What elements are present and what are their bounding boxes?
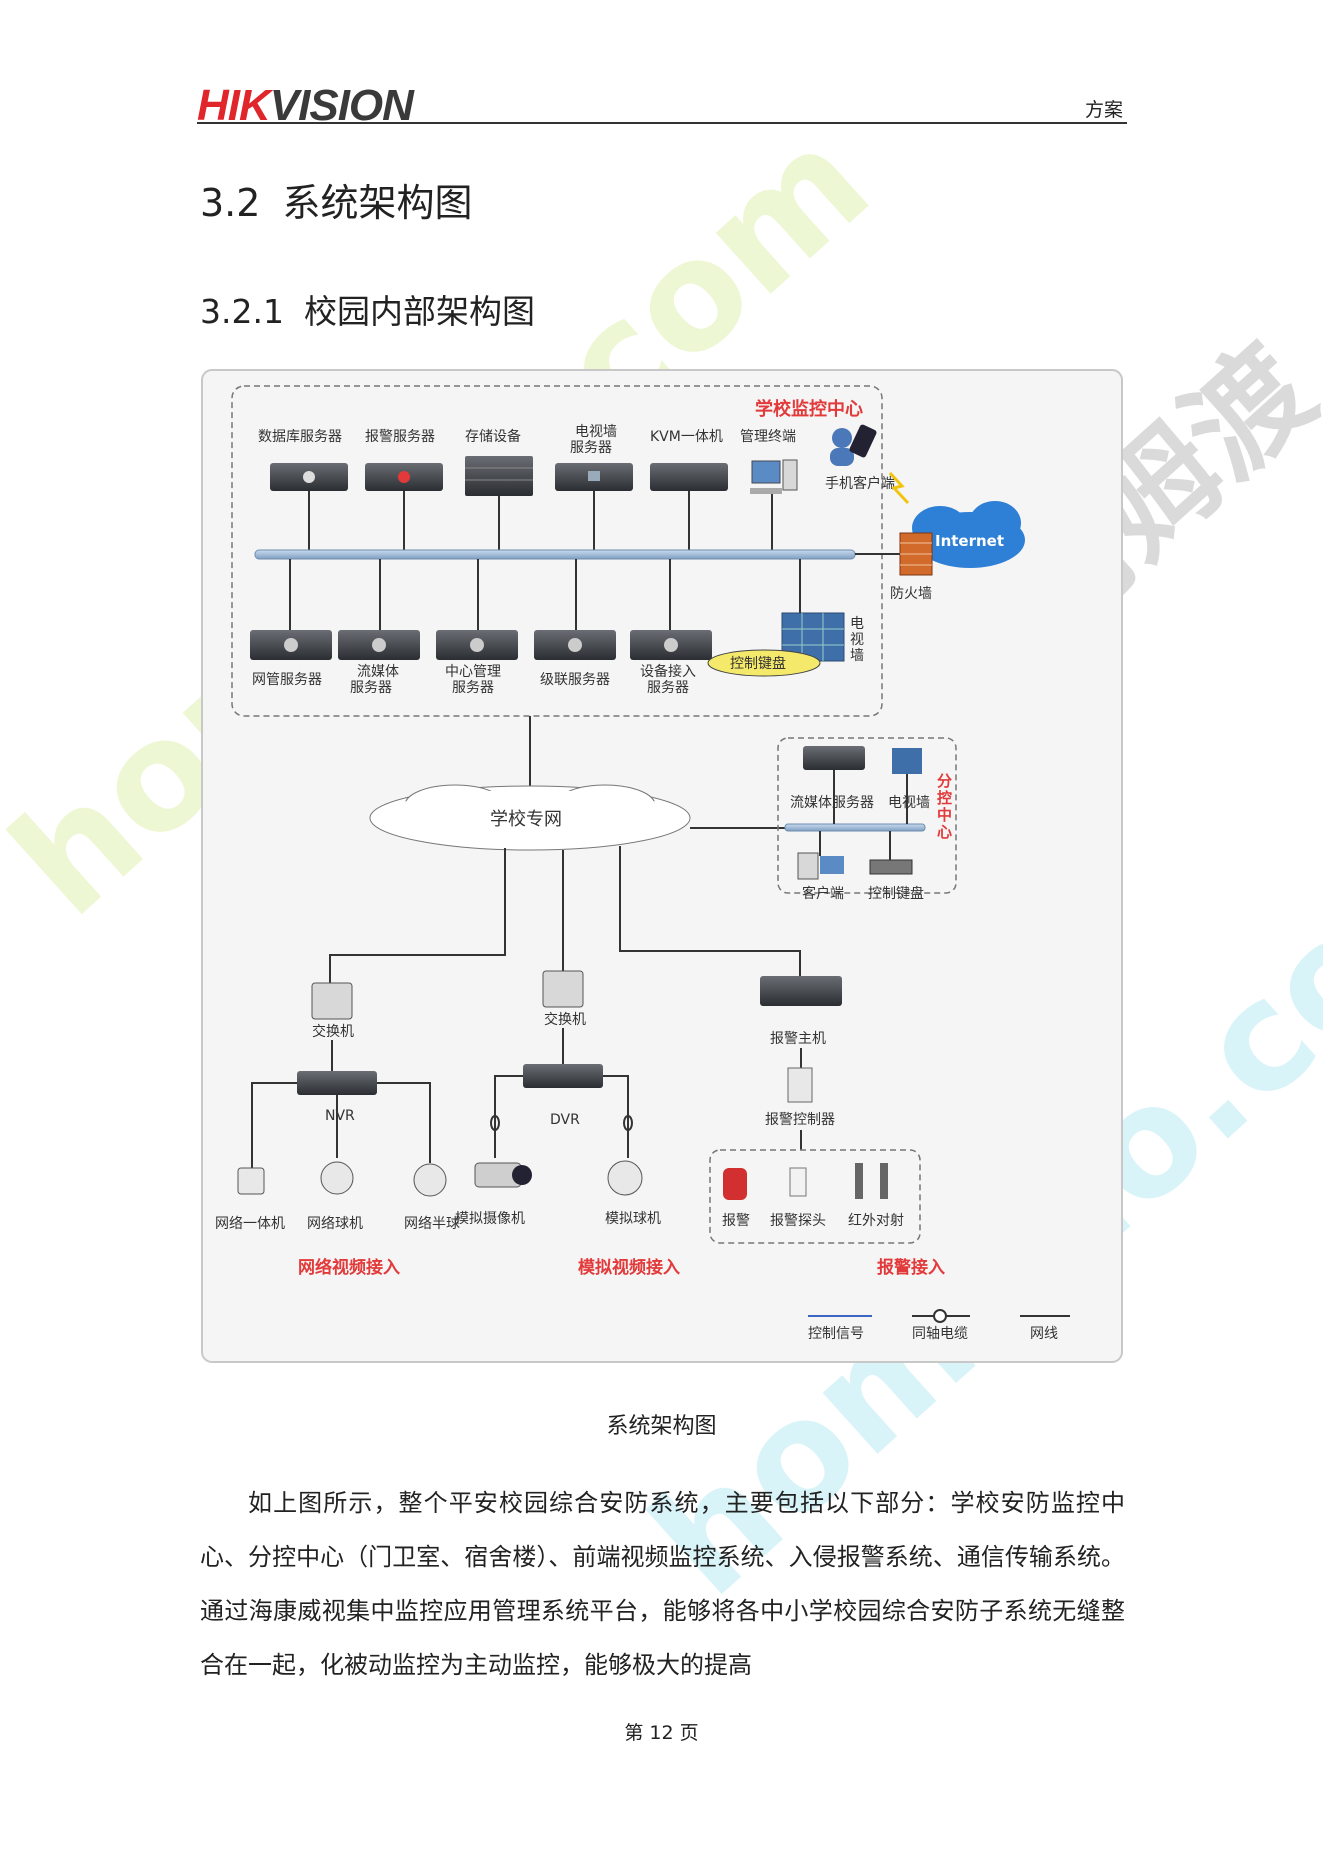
- alarm-detector-icon: [789, 1167, 807, 1197]
- header-rule: [197, 122, 1127, 124]
- ir-beam-label: 红外对射: [848, 1213, 904, 1229]
- sub-client-icon: [797, 852, 819, 880]
- control-keyboard-label: 控制键盘: [730, 655, 786, 672]
- net-integrated-camera-label: 网络一体机: [215, 1216, 285, 1232]
- firewall-label: 防火墙: [890, 586, 932, 602]
- sub-keyboard-label: 控制键盘: [868, 885, 924, 902]
- center-mgmt-server-label: 中心管理服务器: [445, 664, 501, 696]
- switch-1-label: 交换机: [312, 1023, 354, 1040]
- alarm-detector-label: 报警探头: [770, 1213, 826, 1229]
- mgmt-terminal-label: 管理终端: [740, 429, 796, 445]
- group-analog-video-label: 模拟视频接入: [578, 1257, 680, 1278]
- mobile-client-icon: [830, 424, 877, 466]
- firewall-icon: [899, 532, 933, 576]
- hikvision-logo: HIKVISION: [197, 81, 414, 130]
- bottom-device-row: 网管服务器 流媒体服务器 中心管理服务器 级联服务器 设备接入服务器 控制键盘 …: [250, 559, 864, 696]
- top-device-row: 数据库服务器 报警服务器 存储设备 电视墙服务器 KVM一体机: [258, 424, 798, 553]
- access-server-label: 设备接入服务器: [640, 663, 696, 696]
- analog-dome-icon: [607, 1160, 643, 1196]
- subsection-number: 3.2.1: [200, 292, 284, 331]
- control-keyboard-highlight: [707, 649, 821, 677]
- dvr-icon: [523, 1064, 603, 1088]
- logo-dark-part: VISION: [269, 81, 414, 130]
- logo-red-part: HIK: [197, 81, 271, 130]
- section-number: 3.2: [200, 181, 261, 225]
- page-number: 第 12 页: [624, 1722, 699, 1744]
- kvm-icon: [650, 463, 728, 553]
- nvr-icon: [297, 1071, 377, 1095]
- storage-device-icon: [465, 456, 533, 553]
- mgmt-terminal-icon: [750, 459, 798, 553]
- link-alarm-host: [619, 846, 801, 980]
- net-dome-camera-icon: [320, 1161, 354, 1195]
- switch-2-label: 交换机: [544, 1011, 586, 1028]
- subsection-heading: 3.2.1 校园内部架构图: [200, 285, 535, 333]
- campus-net-cloud: [369, 784, 691, 851]
- sub-center-bus: [784, 823, 926, 832]
- alarm-server-label: 报警服务器: [365, 429, 435, 445]
- db-server-icon: [270, 463, 348, 553]
- legend-coax-label: 同轴电缆: [912, 1326, 968, 1342]
- body-paragraph: 如上图所示，整个平安校园综合安防系统，主要包括以下部分：学校安防监控中心、分控中…: [200, 1489, 1125, 1679]
- sub-keyboard-icon: [869, 859, 913, 875]
- ir-beam-icon: [855, 1163, 863, 1199]
- nvr-label: NVR: [325, 1108, 355, 1124]
- mobile-client-label: 手机客户端: [825, 475, 895, 492]
- link-switch-1: [329, 848, 506, 993]
- net-half-dome-label: 网络半球: [404, 1216, 460, 1232]
- section-title: 系统架构图: [282, 181, 473, 225]
- sub-client-label: 客户端: [802, 885, 844, 902]
- monitoring-center-box: [231, 385, 883, 717]
- net-half-dome-icon: [413, 1163, 447, 1197]
- alarm-host-label: 报警主机: [770, 1031, 826, 1047]
- media-server-label: 流媒体服务器: [350, 664, 399, 696]
- alarm-host-icon: [760, 976, 842, 1006]
- architecture-diagram: 学校监控中心 数据库服务器 报警服务器 存储设备 电视墙服务器: [200, 368, 1124, 1364]
- tvwall-server-icon: [555, 463, 633, 553]
- group-net-video-label: 网络视频接入: [298, 1257, 400, 1278]
- tvwall-server-label: 电视墙服务器: [570, 424, 617, 456]
- group-alarm-label: 报警接入: [877, 1257, 945, 1278]
- monitoring-center-title: 学校监控中心: [755, 398, 863, 420]
- storage-device-label: 存储设备: [465, 428, 521, 445]
- sub-tv-wall-label: 电视墙: [888, 795, 930, 811]
- legend-control-signal-label: 控制信号: [808, 1326, 864, 1342]
- tv-wall-vertical-label: 电视墙: [850, 616, 864, 664]
- alarm-controller-icon: [787, 1067, 813, 1103]
- switch-2-icon: [542, 970, 584, 1008]
- alarm-siren-icon: [723, 1168, 747, 1200]
- analog-camera-label: 模拟摄像机: [455, 1211, 525, 1227]
- alarm-server-icon: [365, 463, 443, 553]
- cascade-server-label: 级联服务器: [540, 672, 610, 688]
- diagram-frame: [201, 369, 1123, 1363]
- net-dome-camera-label: 网络球机: [307, 1216, 363, 1232]
- campus-net-label: 学校专网: [490, 809, 562, 830]
- switch-1-icon: [311, 982, 353, 1020]
- alarm-siren-label: 报警: [722, 1213, 750, 1229]
- core-network-bus: [254, 549, 856, 560]
- kvm-label: KVM一体机: [650, 429, 723, 445]
- nms-server-label: 网管服务器: [252, 672, 322, 688]
- internet-label: Internet: [935, 532, 1004, 550]
- alarm-controller-label: 报警控制器: [765, 1112, 835, 1128]
- subsection-title: 校园内部架构图: [303, 292, 535, 331]
- analog-dome-label: 模拟球机: [605, 1211, 661, 1227]
- db-server-label: 数据库服务器: [258, 429, 342, 445]
- alarm-group-box: [709, 1149, 921, 1244]
- sub-media-server-label: 流媒体服务器: [790, 795, 874, 811]
- sub-tv-wall-icon: [892, 748, 922, 774]
- legend-net-label: 网线: [1030, 1326, 1058, 1342]
- figure-caption: 系统架构图: [606, 1414, 717, 1439]
- sub-media-server-icon: [803, 746, 865, 770]
- wireless-icon: [888, 471, 910, 505]
- sub-center-box: [777, 737, 957, 894]
- net-integrated-camera-icon: [237, 1167, 265, 1195]
- sub-center-title: 分控中心: [937, 772, 952, 841]
- dvr-label: DVR: [550, 1112, 580, 1128]
- section-heading: 3.2 系统架构图: [200, 172, 472, 227]
- internet-area: 手机客户端 Internet 防火墙: [825, 424, 1025, 602]
- header-doc-type: 方案: [1084, 99, 1123, 121]
